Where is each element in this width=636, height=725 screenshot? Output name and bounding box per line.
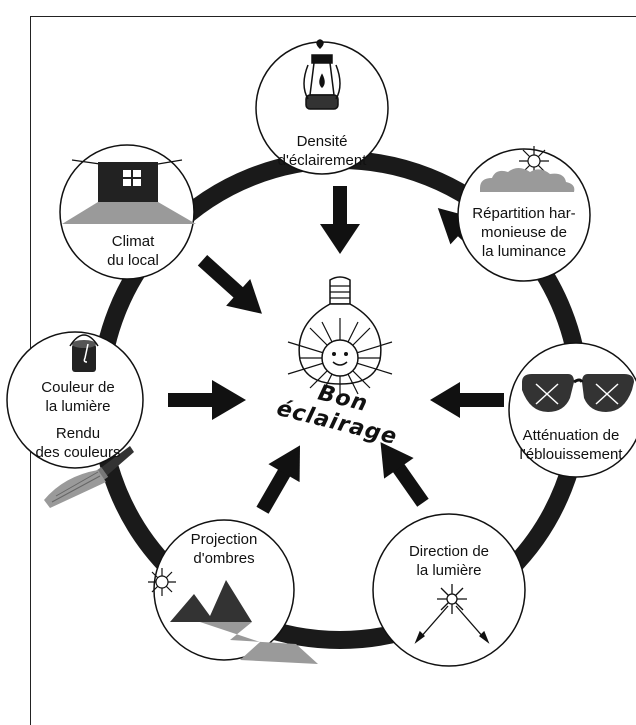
mountain-shadow-icon: [148, 568, 318, 664]
label-distribution: Répartition har- monieuse de la luminanc…: [462, 204, 586, 261]
arrow-climate: [197, 255, 262, 314]
glasses-icon: [522, 374, 634, 412]
label-distribution-line1: Répartition har-: [472, 205, 576, 222]
paintbrush-icon: [44, 446, 134, 508]
label-color-line4: des couleurs: [35, 444, 121, 461]
room-window-icon: [62, 159, 196, 224]
label-distribution-line3: la luminance: [481, 243, 567, 260]
label-shadows-line2: d'ombres: [193, 550, 255, 567]
paint-can-icon: [69, 334, 99, 372]
label-color: Couleur de la lumière Rendu des couleurs: [28, 378, 128, 462]
circle-direction: [372, 513, 526, 667]
label-shadows: Projection d'ombres: [174, 530, 274, 568]
label-color-line3: Rendu: [55, 425, 101, 442]
label-climate-line1: Climat: [111, 233, 155, 250]
label-density-line1: Densité: [296, 133, 348, 150]
label-direction-line1: Direction de: [408, 543, 490, 560]
circle-color: [6, 331, 144, 469]
label-climate: Climat du local: [88, 232, 178, 270]
arrow-color: [168, 380, 246, 420]
label-distribution-line2: monieuse de: [481, 224, 567, 241]
lantern-icon: [303, 39, 341, 110]
label-color-line1: Couleur de: [41, 379, 115, 396]
arrow-direction: [380, 442, 429, 507]
label-direction-line2: la lumière: [416, 562, 482, 579]
label-shadows-line1: Projection: [190, 531, 258, 548]
light-rays-icon: [414, 584, 490, 644]
label-glare-line1: Atténuation de: [522, 427, 620, 444]
arrow-density: [320, 186, 360, 254]
arrow-shadows: [256, 445, 300, 514]
label-color-line2: la lumière: [45, 398, 111, 415]
sun-cloud-icon: [480, 146, 575, 192]
label-climate-line2: du local: [107, 252, 159, 269]
label-glare: Atténuation de l'éblouissement: [506, 426, 636, 464]
arrow-glare: [430, 382, 504, 418]
label-direction: Direction de la lumière: [394, 542, 504, 580]
label-density-line2: d'éclairement: [277, 152, 367, 169]
label-density: Densité d'éclairement: [262, 132, 382, 170]
label-glare-line2: l'éblouissement: [519, 446, 623, 463]
lightbulb-icon: [287, 276, 393, 400]
